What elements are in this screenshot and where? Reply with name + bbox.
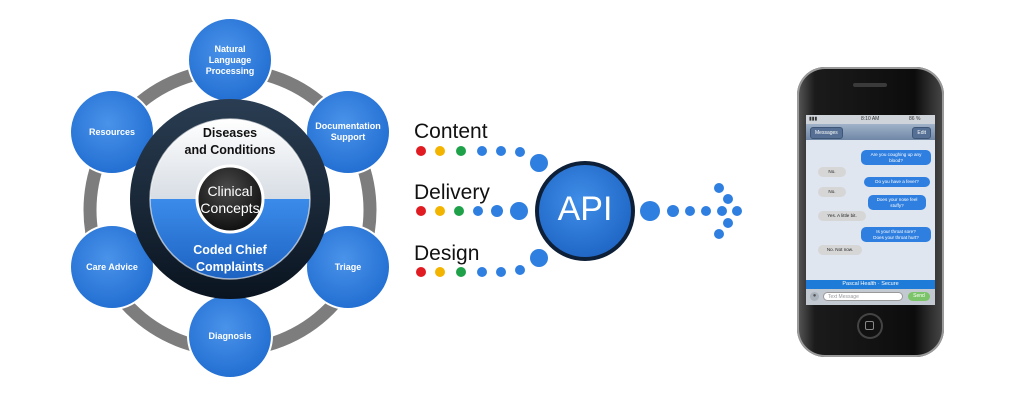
- arrow-dot: [640, 201, 660, 221]
- ring-top-label: Diseases and Conditions: [184, 126, 276, 157]
- hub-top-half: [150, 119, 310, 199]
- messages-back-button[interactable]: Messages: [810, 127, 843, 139]
- ring-bottom-label: Coded Chief Complaints: [193, 243, 267, 274]
- camera-icon[interactable]: ●: [810, 292, 819, 301]
- api-output-arrow: [640, 183, 742, 239]
- dot-content-big: [530, 154, 548, 172]
- chat-bubble-out: Is your throat sore? Does your throat hu…: [861, 227, 931, 242]
- dot-design-red: [416, 267, 426, 277]
- phone-home-button[interactable]: [857, 313, 883, 339]
- arrow-head-dot: [714, 229, 724, 239]
- chat-bubble-out: Are you coughing up any blood?: [861, 150, 931, 165]
- status-battery: 86 %: [909, 116, 921, 122]
- chat-bubble-in: No. Not now.: [818, 245, 862, 255]
- hub-bottom-half: [150, 199, 310, 279]
- hub-outer-nodes: [69, 17, 391, 379]
- dot-design-big: [530, 249, 548, 267]
- dot-content-red: [416, 146, 426, 156]
- node-resources-label: Resources: [88, 126, 136, 137]
- chat-bubble-in: No.: [818, 167, 846, 177]
- dot-content-green: [456, 146, 466, 156]
- phone-status-bar: ▮▮▮ 8:10 AM 86 %: [806, 115, 935, 124]
- dot-content-blue: [477, 146, 487, 156]
- chat-bubble-in: Yes. A little bit.: [818, 211, 866, 221]
- dot-design-blue: [496, 267, 506, 277]
- chat-bubble-out: Does your nose feel stuffy?: [868, 195, 926, 210]
- center-label: Clinical Concepts: [200, 183, 260, 216]
- arrow-tip-dot: [732, 206, 742, 216]
- dot-delivery-big: [510, 202, 528, 220]
- stream-label-delivery: Delivery: [414, 181, 490, 204]
- node-care-advice-label: Care Advice: [86, 261, 138, 272]
- arrow-dot: [701, 206, 711, 216]
- stream-label-design: Design: [414, 242, 480, 265]
- dot-delivery-blue: [491, 205, 503, 217]
- dot-content-blue: [496, 146, 506, 156]
- arrow-head-dot: [723, 194, 733, 204]
- dot-design-blue: [515, 265, 525, 275]
- dot-content-yellow: [435, 146, 445, 156]
- dot-delivery-green: [454, 206, 464, 216]
- dot-delivery-yellow: [435, 206, 445, 216]
- chat-bubble-out: Do you have a fever?: [864, 177, 930, 187]
- status-time: 8:10 AM: [861, 116, 880, 122]
- dot-content-blue: [515, 147, 525, 157]
- edit-button[interactable]: Edit: [912, 127, 931, 139]
- dot-delivery-red: [416, 206, 426, 216]
- arrow-dot: [667, 205, 679, 217]
- node-diagnosis-label: Diagnosis: [208, 330, 252, 341]
- text-message-input[interactable]: Text Message: [823, 292, 903, 301]
- stream-label-content: Content: [414, 120, 488, 143]
- dot-design-yellow: [435, 267, 445, 277]
- node-care-advice: [69, 224, 155, 310]
- node-triage: [305, 224, 391, 310]
- node-resources: [69, 89, 155, 175]
- signal-icon: ▮▮▮: [809, 116, 818, 122]
- hub-center: [195, 164, 265, 234]
- node-nlp-label: Natural Language Processing: [205, 43, 255, 76]
- arrow-dot: [717, 206, 727, 216]
- phone-nav-bar: Messages Edit: [806, 124, 935, 140]
- stream-dots: [416, 146, 548, 277]
- node-documentation-label: Documentation Support: [315, 121, 381, 142]
- secure-banner: Pascal Health · Secure: [806, 280, 935, 289]
- dot-design-blue: [477, 267, 487, 277]
- node-documentation: [305, 89, 391, 175]
- phone-screen: ▮▮▮ 8:10 AM 86 % Messages Edit Are you c…: [806, 115, 935, 305]
- phone-speaker: [853, 83, 887, 87]
- hub-inner-edge: [149, 118, 311, 280]
- arrow-head-dot: [723, 218, 733, 228]
- api-circle: [535, 161, 635, 261]
- send-button[interactable]: Send: [908, 292, 930, 301]
- arrow-head-dot: [714, 183, 724, 193]
- api-label: API: [557, 190, 613, 228]
- dot-delivery-blue: [473, 206, 483, 216]
- dot-design-green: [456, 267, 466, 277]
- node-triage-label: Triage: [334, 261, 362, 272]
- arrow-dot: [685, 206, 695, 216]
- chat-bubble-in: No.: [818, 187, 846, 197]
